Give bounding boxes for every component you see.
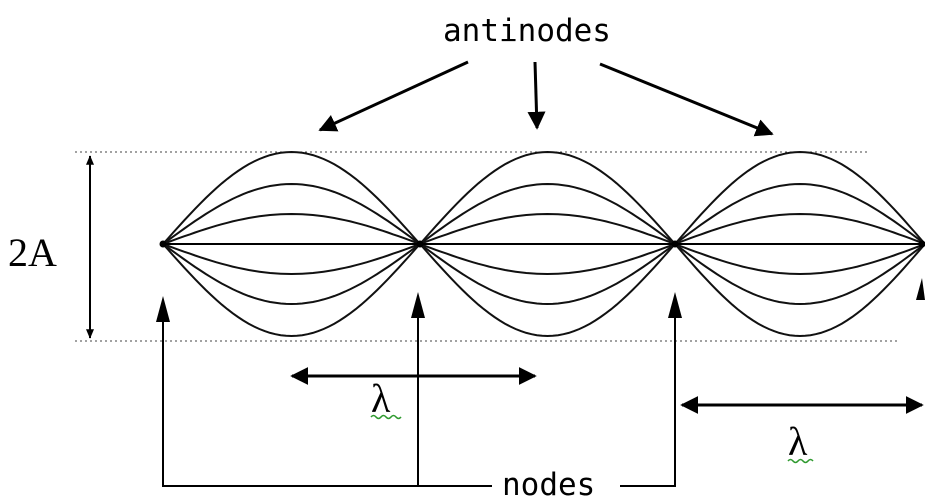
wave-curve-segment-1-3 [163, 214, 420, 244]
node-dot-1 [160, 241, 167, 248]
antinode-arrow-left [320, 62, 468, 130]
node-arrowhead-4 [916, 278, 925, 300]
wavelength-label-1: λ [371, 376, 391, 421]
node-dot-3 [672, 241, 679, 248]
nodes-label: nodes [502, 467, 595, 501]
node-dot-2 [417, 241, 424, 248]
wave-curve-segment-3-3 [675, 214, 925, 244]
node-arrowhead-1 [156, 296, 170, 322]
wavelength-label-2: λ [788, 419, 808, 464]
wave-curve-segment-1-4 [163, 244, 420, 274]
antinode-arrow-right [600, 64, 772, 134]
antinodes-label: antinodes [443, 13, 611, 49]
node-arrowhead-2 [411, 292, 425, 318]
wave-curve-segment-2-4 [420, 244, 675, 274]
wave-curve-segment-3-4 [675, 244, 925, 274]
antinode-arrow-center [535, 62, 537, 128]
node-arrowhead-3 [668, 292, 682, 318]
wave-curve-segment-2-3 [420, 214, 675, 244]
amplitude-label: 2A [8, 230, 57, 275]
node-connector-right [620, 300, 675, 486]
